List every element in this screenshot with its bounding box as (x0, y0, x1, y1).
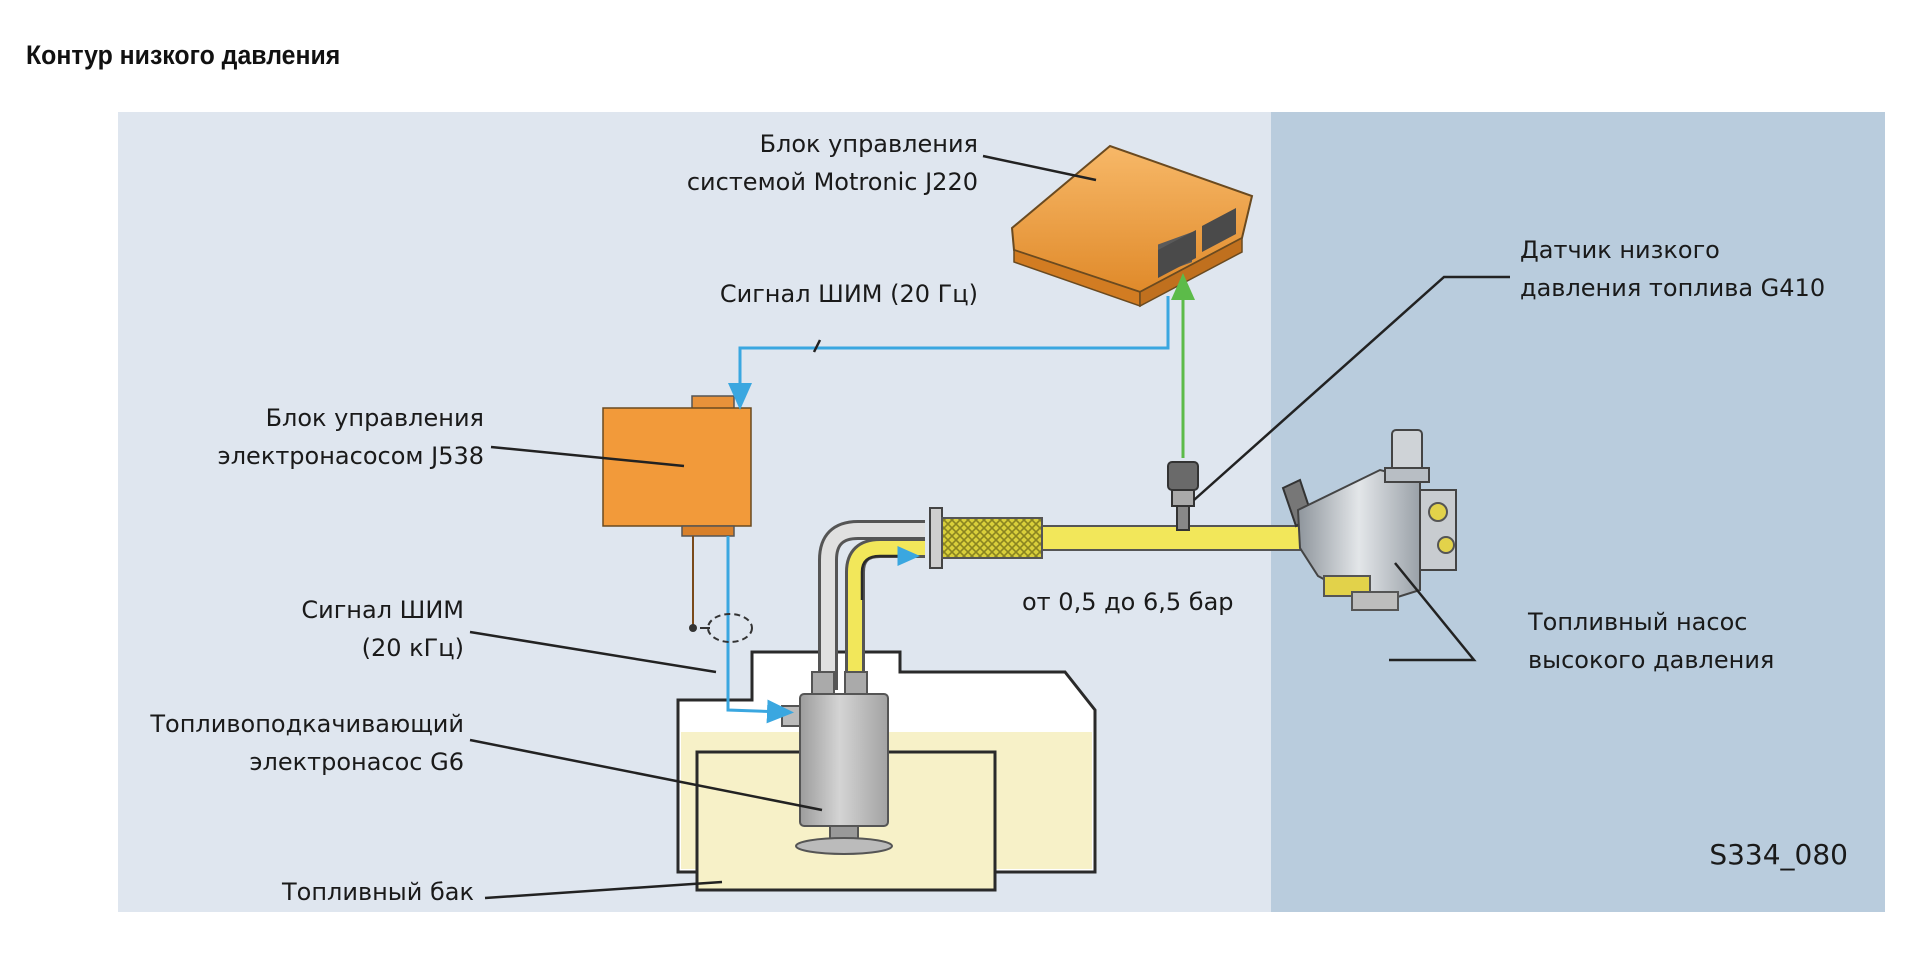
fuel-line (818, 507, 1303, 690)
label-pump-ctrl-line2: электронасосом J538 (218, 442, 484, 470)
leader-lines (469, 154, 1510, 900)
label-pwm-top: Сигнал ШИМ (20 Гц) (720, 280, 978, 308)
page-title: Контур низкого давления (26, 40, 341, 70)
pwm-signal-line (689, 296, 1170, 724)
label-pressure: от 0,5 до 6,5 бар (1022, 588, 1234, 616)
filter-flange (929, 507, 943, 569)
pressure-sensor-g410 (1167, 461, 1199, 531)
feed-pump-g6 (781, 671, 893, 855)
high-pressure-pump (1281, 429, 1457, 611)
label-pwm-low-line2: (20 кГц) (362, 634, 464, 662)
pump-control-unit-j538 (602, 395, 752, 537)
label-feed-pump-line2: электронасос G6 (249, 748, 464, 776)
fuel-filter-mesh (941, 517, 1043, 559)
label-pwm-low-line1: Сигнал ШИМ (301, 596, 464, 624)
ecu-j220 (1010, 144, 1254, 308)
label-sensor-line2: давления топлива G410 (1520, 274, 1825, 302)
label-hp-pump-line2: высокого давления (1528, 646, 1774, 674)
label-ecu-line2: системой Motronic J220 (687, 168, 978, 196)
label-feed-pump-line1: Топливоподкачивающий (149, 710, 464, 738)
label-ecu-line1: Блок управления (760, 130, 978, 158)
figure-code: S334_080 (1709, 838, 1848, 871)
label-hp-pump-line1: Топливный насос (1527, 608, 1747, 636)
label-tank: Топливный бак (281, 878, 474, 906)
label-sensor-line1: Датчик низкого (1520, 236, 1720, 264)
label-pump-ctrl-line1: Блок управления (266, 404, 484, 432)
